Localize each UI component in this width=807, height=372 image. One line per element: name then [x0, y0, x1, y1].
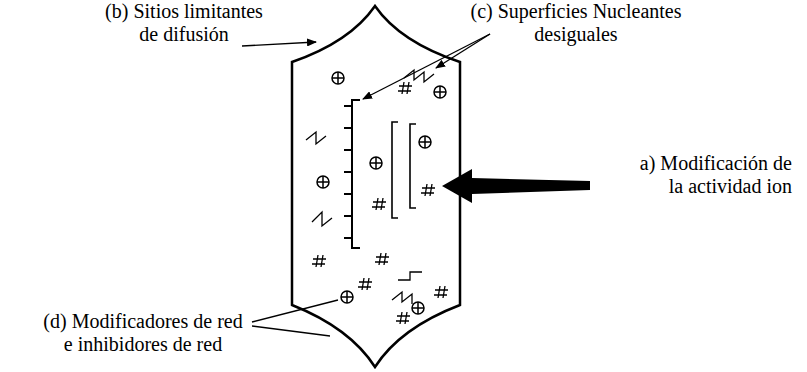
- callout-label: (d) Modificadores de red e inhibidores d…: [38, 310, 248, 356]
- callout-label: (b) Sitios limitantes de difusión: [98, 0, 270, 46]
- nucleating-surface: [344, 100, 360, 248]
- crystal-outline: [292, 6, 460, 367]
- step-features: [306, 70, 434, 304]
- pointer-arrow: [442, 169, 590, 203]
- ion-symbols: [317, 72, 446, 314]
- callout-label: (c) Superficies Nucleantes desiguales: [455, 0, 697, 46]
- molecule-symbols: [312, 82, 448, 324]
- inner-bracket: [392, 122, 416, 218]
- callout-label: a) Modificación de la actividad ion: [626, 152, 792, 198]
